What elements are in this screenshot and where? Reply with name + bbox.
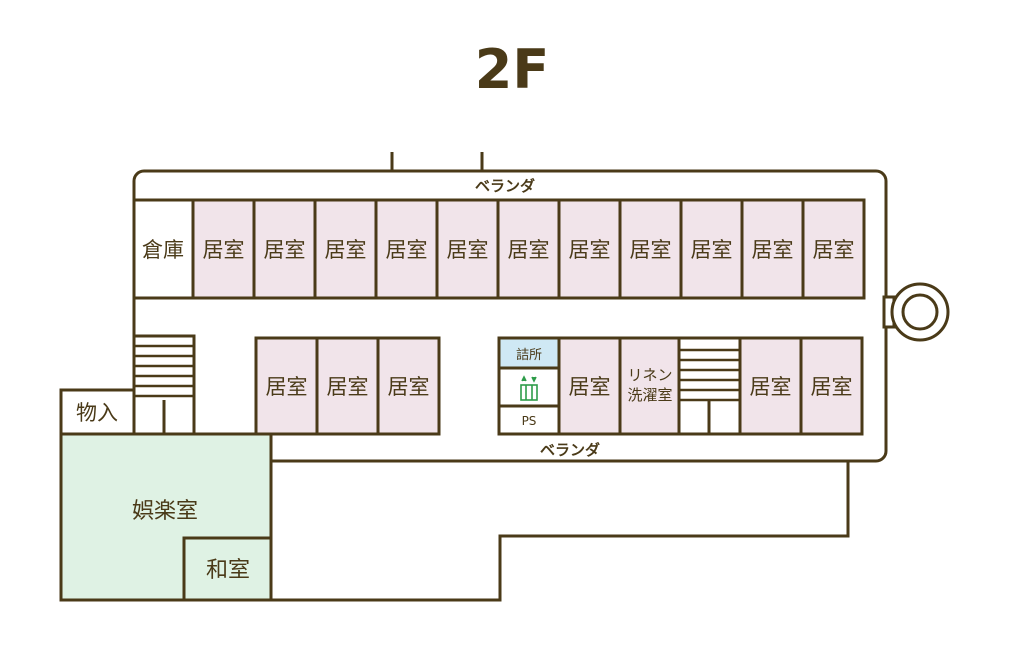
resident-room-label: 居室 <box>813 238 855 262</box>
resident-room-bottom-2: 居室 <box>315 336 380 436</box>
resident-room-label: 居室 <box>325 238 367 262</box>
resident-room-bottom-4: 居室 <box>557 336 622 436</box>
elevator-icon <box>520 375 538 401</box>
top-resident-rooms: 居室居室居室居室居室居室居室居室居室居室居室 <box>191 198 866 300</box>
delivery-room: 物入 <box>59 388 136 436</box>
resident-room-top-6: 居室 <box>496 198 561 300</box>
resident-room-top-1: 居室 <box>191 198 256 300</box>
resident-room-label: 居室 <box>264 238 306 262</box>
resident-room-label: 居室 <box>203 238 245 262</box>
linen-label-line2: 洗濯室 <box>627 386 672 404</box>
veranda-top-label: ベランダ <box>475 177 535 195</box>
recreation-label: 娯楽室 <box>132 499 198 524</box>
resident-room-top-7: 居室 <box>557 198 622 300</box>
resident-room-top-9: 居室 <box>679 198 744 300</box>
japanese-room-label: 和室 <box>206 558 250 583</box>
resident-room-top-4: 居室 <box>374 198 439 300</box>
ps-shaft <box>497 404 561 436</box>
resident-room-label: 居室 <box>266 375 308 399</box>
resident-room-label: 居室 <box>630 238 672 262</box>
stairs-icon <box>132 334 196 436</box>
circle-exit-icon <box>882 282 950 342</box>
resident-room-top-10: 居室 <box>740 198 805 300</box>
resident-room-label: 居室 <box>569 238 611 262</box>
storage-label: 倉庫 <box>142 238 184 262</box>
resident-room-bottom-1: 居室 <box>254 336 319 436</box>
ps-label: PS <box>522 414 537 428</box>
nurse-station <box>497 336 561 370</box>
resident-room-label: 居室 <box>752 238 794 262</box>
linen-label-line1: リネン <box>627 366 672 384</box>
lower-extension-outline <box>270 458 850 602</box>
resident-room-label: 居室 <box>750 375 792 399</box>
resident-room-label: 居室 <box>386 238 428 262</box>
station-label: 詰所 <box>516 347 542 363</box>
delivery-label: 物入 <box>76 401 118 425</box>
floor-title: 2F <box>475 38 549 101</box>
resident-room-label: 居室 <box>327 375 369 399</box>
resident-room-top-3: 居室 <box>313 198 378 300</box>
linen-laundry-room: リネン 洗濯室 <box>618 336 681 436</box>
resident-room-bottom-3: 居室 <box>376 336 441 436</box>
resident-room-label: 居室 <box>388 375 430 399</box>
resident-room-label: 居室 <box>569 375 611 399</box>
bottom-resident-rooms: 居室居室居室居室居室居室 <box>254 336 864 436</box>
resident-room-top-11: 居室 <box>801 198 866 300</box>
resident-room-label: 居室 <box>811 375 853 399</box>
resident-room-top-8: 居室 <box>618 198 683 300</box>
resident-room-bottom-5: 居室 <box>738 336 803 436</box>
storage-room: 倉庫 <box>132 198 195 300</box>
resident-room-label: 居室 <box>691 238 733 262</box>
resident-room-label: 居室 <box>447 238 489 262</box>
resident-room-bottom-6: 居室 <box>799 336 864 436</box>
stairs-right-icon <box>677 336 742 436</box>
japanese-room: 和室 <box>182 536 273 602</box>
resident-room-label: 居室 <box>508 238 550 262</box>
resident-room-top-2: 居室 <box>252 198 317 300</box>
station-column: 詰所 PS <box>497 336 561 436</box>
veranda-bottom-label: ベランダ <box>540 441 600 459</box>
resident-room-top-5: 居室 <box>435 198 500 300</box>
